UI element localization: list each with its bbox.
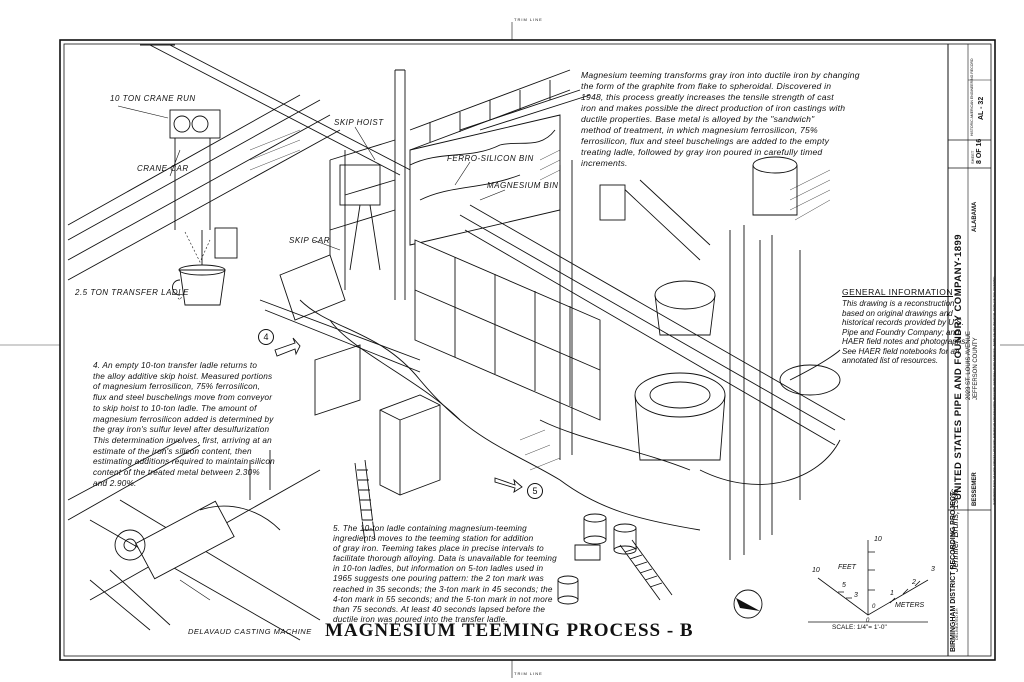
step-4-marker: 4 [258, 329, 274, 345]
general-information-heading: GENERAL INFORMATION [842, 287, 954, 297]
label-crane-run: 10 TON CRANE RUN [110, 94, 196, 103]
label-skip-hoist: SKIP HOIST [334, 118, 384, 127]
railing [409, 69, 571, 151]
teeming-station [599, 156, 798, 461]
general-information-body: This drawing is a reconstruction based o… [842, 299, 968, 365]
scale-feet-tick-3: 3 [854, 592, 858, 599]
scale-meter-tick-2: 2 [912, 579, 916, 586]
scale-text: SCALE: 1/4"= 1'-0" [832, 624, 887, 631]
scale-meter-tick-1: 1 [890, 590, 894, 597]
scale-feet-tick-0: 0 [866, 618, 870, 624]
north-arrow [733, 589, 763, 619]
title-block-sheet-value: 8 OF 16 [976, 138, 983, 164]
control-cabinet [314, 344, 441, 544]
delavaud-machine [67, 439, 321, 641]
title-block-address: 2023 ST. LOUIS AVENUE [966, 331, 972, 400]
inner-border [63, 43, 992, 657]
transfer-ladle-drawing [172, 227, 238, 306]
trim-line-top: TRIM LINE [514, 17, 543, 22]
intro-paragraph: Magnesium teeming transforms gray iron i… [581, 70, 860, 168]
material-bins [409, 89, 591, 246]
title-block-reproduction-note: IF REPRODUCED, PLEASE CREDIT: HISTORIC A… [992, 276, 996, 505]
scale-meter-tick-0: 0 [872, 604, 876, 610]
hatching [249, 129, 831, 471]
ring-pit [699, 349, 841, 485]
title-block-record-value: AL - 32 [978, 96, 985, 120]
skip-hoist-tower [329, 69, 406, 300]
label-delavaud: DELAVAUD CASTING MACHINE [188, 627, 312, 636]
title-block-city: BESSEMER [972, 472, 978, 506]
window-panel [414, 239, 601, 421]
label-leaders [117, 105, 506, 601]
step-4-paragraph: 4. An empty 10-ton transfer ladle return… [93, 361, 275, 488]
step5-box [329, 520, 549, 622]
teeming-pit [299, 299, 701, 531]
foundry-illustration [67, 44, 846, 641]
scale-graphic [808, 540, 929, 623]
stairs [619, 539, 673, 601]
scale-top-tick: 10 [874, 536, 882, 543]
title-block-frame [947, 44, 991, 656]
trim-line-bottom: TRIM LINE [514, 671, 543, 676]
storage-drums [557, 513, 637, 605]
direction-arrows [274, 337, 523, 493]
label-ferro-silicon-bin: FERRO-SILICON BIN [447, 154, 534, 163]
drawing-title: MAGNESIUM TEEMING PROCESS - B [325, 620, 694, 641]
title-block-state: ALABAMA [972, 201, 978, 232]
title-block-sheet-label: SHEET [970, 150, 975, 164]
scale-feet-tick-10: 10 [812, 567, 820, 574]
crane-car [169, 109, 221, 230]
crane-run [67, 44, 421, 281]
title-block-county: JEFFERSON COUNTY [973, 337, 979, 400]
title-block-company: UNITED STATES PIPE AND FOUNDRY COMPANY-1… [953, 233, 964, 500]
label-skip-car: SKIP CAR [289, 236, 331, 245]
scale-feet-label: FEET [838, 564, 856, 571]
outer-border [59, 39, 996, 661]
title-block-record-label: HISTORIC AMERICAN ENGINEERING RECORD [970, 58, 974, 136]
step-5-paragraph: 5. The 10-ton ladle containing magnesium… [333, 524, 557, 624]
label-crane-car: CRANE CAR [137, 164, 189, 173]
skip-car [259, 254, 421, 373]
label-magnesium-bin: MAGNESIUM BIN [487, 181, 559, 190]
step-5-marker: 5 [527, 483, 543, 499]
label-transfer-ladle: 2.5 TON TRANSFER LADLE [75, 288, 189, 297]
title-block-delineated-by: DELINEATED BY: [954, 607, 959, 640]
scale-meter-tick-3: 3 [931, 566, 935, 573]
title-block-delineator: Jennifer Bruns, 1996 [950, 488, 960, 572]
scale-feet-tick-5: 5 [842, 582, 846, 589]
scale-meters-label: METERS [895, 602, 925, 609]
